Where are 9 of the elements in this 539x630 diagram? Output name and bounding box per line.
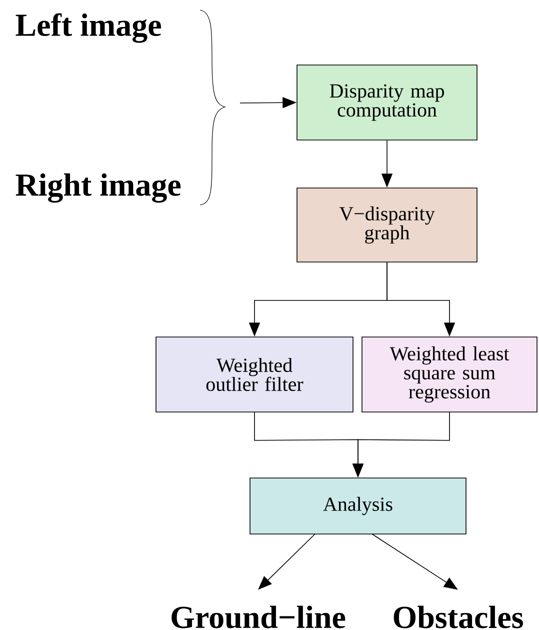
input-label: Left image xyxy=(16,13,161,43)
process-box: Weighted outlier filter xyxy=(156,336,354,412)
input-label: Right image xyxy=(16,173,181,203)
process-box: Analysis xyxy=(250,478,466,534)
output-label: Obstacles xyxy=(394,606,523,628)
process-box: Disparity map computation xyxy=(296,64,478,140)
process-box: V−disparity graph xyxy=(296,188,478,262)
output-label: Ground−line xyxy=(172,606,346,628)
process-box: Weighted least square sum regression xyxy=(362,336,538,412)
